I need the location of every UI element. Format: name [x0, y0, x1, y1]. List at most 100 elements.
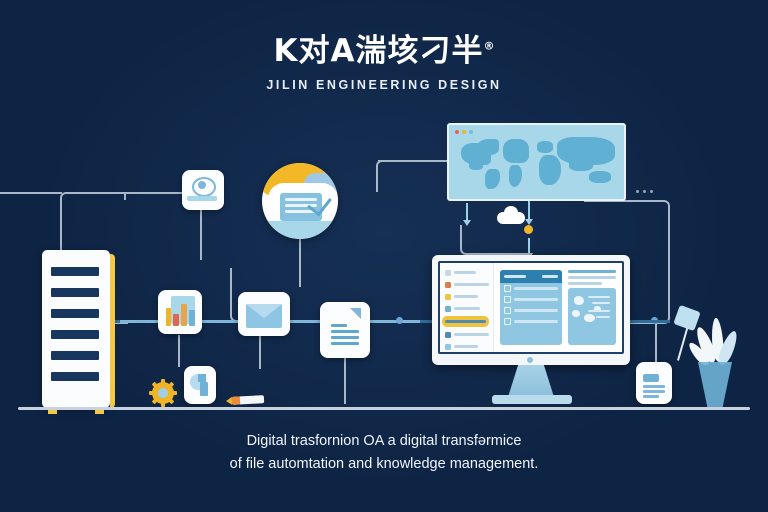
continent-shape	[485, 169, 500, 189]
checkbox-icon[interactable]	[504, 318, 511, 325]
map-blob	[594, 306, 601, 312]
sidebar-item-icon	[445, 281, 451, 288]
rack-foot	[48, 408, 57, 414]
sidebar-item-icon	[445, 305, 451, 312]
sidebar-item-icon	[445, 343, 451, 350]
sidebar-item-icon	[445, 293, 451, 300]
checkbox-icon[interactable]	[504, 296, 511, 303]
sidebar-item[interactable]	[445, 292, 489, 301]
connector-wire	[259, 335, 261, 369]
sidebar-item[interactable]	[445, 304, 489, 313]
caption-line-2: of file automtation and knowledge manage…	[229, 456, 539, 472]
sidebar-item[interactable]	[445, 268, 489, 277]
checklist-row[interactable]	[500, 305, 562, 316]
document-shape	[280, 193, 322, 221]
document-line	[285, 204, 317, 207]
document-icon-card[interactable]	[320, 302, 370, 358]
report-icon-card[interactable]	[184, 366, 216, 404]
sidebar-item[interactable]	[445, 330, 489, 339]
flow-arrow-down	[463, 203, 471, 226]
dashboard-sidebar[interactable]	[440, 263, 494, 352]
rack-slot	[51, 330, 99, 339]
rack-foot	[95, 408, 104, 414]
pie-slice	[198, 374, 206, 382]
checklist-row[interactable]	[500, 294, 562, 305]
checkbox-icon[interactable]	[504, 307, 511, 314]
cloud-icon	[497, 206, 525, 224]
connector-wire	[124, 192, 186, 194]
rack-slot	[51, 372, 99, 381]
email-icon-card[interactable]	[238, 292, 290, 336]
continent-shape	[589, 171, 611, 183]
rack-slot	[51, 309, 99, 318]
chart-icon-card[interactable]	[158, 290, 202, 334]
sidebar-item-label	[454, 295, 478, 298]
sidebar-item-label	[454, 307, 480, 310]
connector-wire	[124, 192, 126, 200]
map-blob	[572, 310, 580, 317]
sidebar-item[interactable]	[445, 280, 489, 289]
registered-mark: ®	[483, 39, 495, 53]
monitor-inner-icon	[198, 181, 206, 189]
caption-block: Digital trasfornion OA a digital transfə…	[0, 430, 768, 476]
note-line	[643, 385, 665, 388]
sidebar-item-label	[445, 320, 486, 323]
text-lines-icon	[643, 374, 659, 382]
content-line	[568, 282, 602, 285]
connector-wire	[200, 205, 202, 257]
ground-line	[18, 407, 750, 410]
document-line	[331, 336, 359, 339]
cloud-document-badge	[262, 163, 338, 239]
checklist-row[interactable]	[500, 316, 562, 327]
ellipsis-icon	[636, 190, 653, 193]
caption-line-1: Digital trasfornion OA a digital transfə…	[246, 433, 522, 449]
plant-vase-icon	[698, 362, 732, 408]
status-dot-red	[455, 130, 459, 134]
connector-wire	[378, 160, 448, 162]
panel-action	[542, 275, 558, 278]
connector-wire	[460, 225, 532, 255]
server-rack	[42, 250, 115, 414]
continent-shape	[569, 159, 593, 171]
content-line	[568, 276, 616, 279]
note-line	[643, 390, 665, 393]
sidebar-item-icon	[445, 331, 451, 338]
desktop-monitor[interactable]	[432, 255, 630, 365]
rack-slot	[51, 267, 99, 276]
checklist-panel[interactable]	[500, 270, 562, 345]
connector-wire	[178, 335, 180, 367]
report-bar	[200, 382, 208, 396]
brand-title-cn: K对A湍垓刁半®	[0, 36, 768, 67]
dashboard-main	[494, 263, 622, 352]
document-icon	[329, 308, 361, 350]
monitor-screen[interactable]	[438, 261, 624, 354]
gear-icon	[149, 379, 177, 407]
document-line	[331, 342, 359, 345]
continent-shape	[539, 155, 561, 185]
brand-header: K对A湍垓刁半® JILIN ENGINEERING DESIGN	[0, 36, 768, 93]
checklist-row[interactable]	[500, 283, 562, 294]
mini-map-card[interactable]	[568, 288, 616, 345]
document-fold	[350, 308, 361, 319]
status-dot-blue	[469, 130, 473, 134]
map-blob	[574, 296, 584, 305]
connector-wire	[0, 192, 62, 194]
checklist-label	[514, 309, 558, 312]
sidebar-item[interactable]	[445, 342, 489, 351]
chart-bar	[166, 308, 171, 326]
sidebar-item-icon	[445, 269, 451, 276]
rack-slot	[51, 288, 99, 297]
panel-title	[504, 275, 526, 278]
sidebar-item-active[interactable]	[442, 316, 489, 327]
checklist-label	[514, 320, 558, 323]
map-legend-line	[588, 296, 610, 298]
pencil-icon	[225, 395, 265, 406]
brand-subtitle-en: JILIN ENGINEERING DESIGN	[266, 78, 502, 92]
note-icon-card[interactable]	[636, 362, 672, 404]
sidebar-item-label	[454, 333, 489, 336]
checkbox-icon[interactable]	[504, 285, 511, 292]
chart-bar	[181, 304, 187, 326]
document-line	[285, 210, 317, 213]
panel-header	[500, 270, 562, 283]
computer-icon-card[interactable]	[182, 170, 224, 210]
